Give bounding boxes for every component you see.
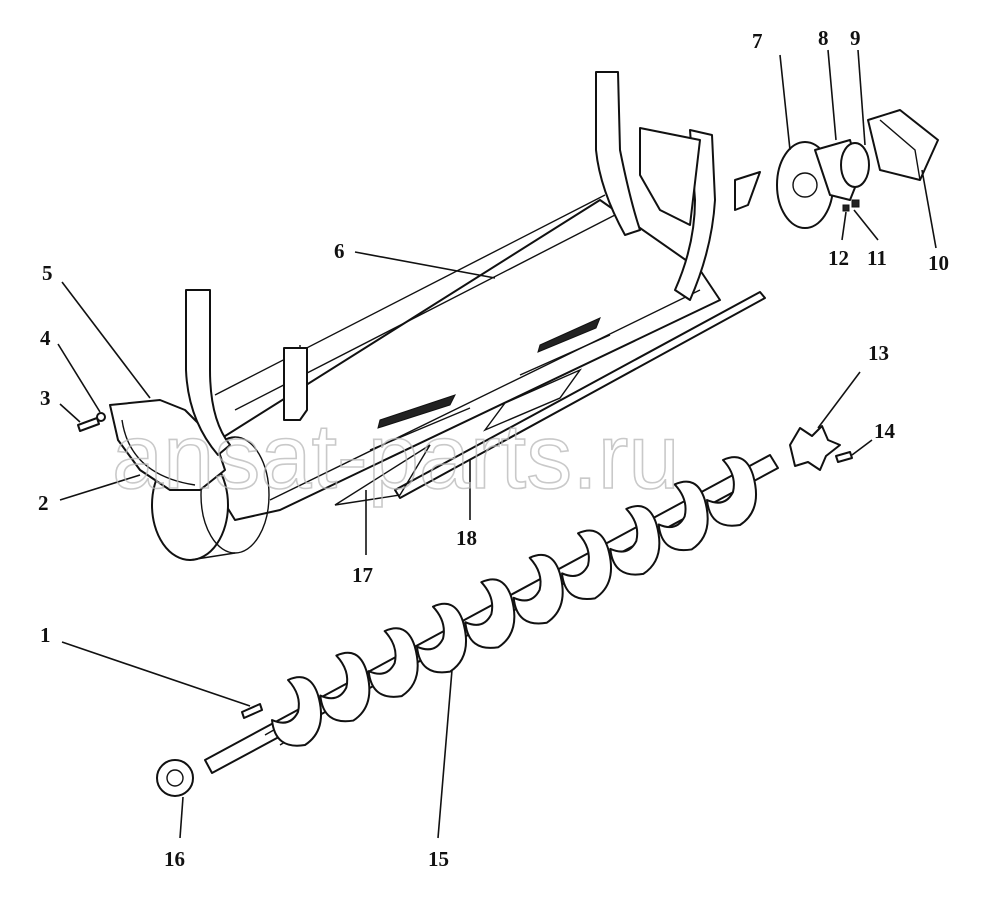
- auger-flight: [561, 529, 612, 601]
- callout-8: 8: [818, 26, 829, 50]
- callout-11: 11: [867, 246, 887, 270]
- auger-flight: [657, 480, 709, 552]
- callout-7: 7: [752, 29, 763, 53]
- side-strip-part-18: [334, 291, 766, 506]
- auger-flight: [512, 553, 564, 625]
- auger-flight: [464, 578, 516, 649]
- auger-flight: [416, 602, 467, 674]
- auger-flight: [319, 651, 371, 723]
- watermark-text: ansat-parts.ru: [112, 406, 680, 508]
- auger-trough-housing: [109, 71, 761, 561]
- callout-5: 5: [42, 261, 53, 285]
- auger-flight: [367, 627, 419, 698]
- callout-17: 17: [352, 563, 373, 587]
- auger-screw-part-15: [204, 454, 779, 774]
- callout-14: 14: [874, 419, 896, 443]
- callout-1: 1: [40, 623, 51, 647]
- callout-18: 18: [456, 526, 477, 550]
- auger-flight: [609, 505, 661, 576]
- auger-flight: [271, 676, 322, 747]
- leader-lines: [57, 49, 937, 839]
- auger-flight: [706, 456, 757, 527]
- callout-labels: 1 2 3 4 5 6 7 8 9 10 11 12 13 14 15 16 1…: [38, 26, 949, 871]
- callout-16: 16: [164, 847, 185, 871]
- callout-12: 12: [828, 246, 849, 270]
- callout-2: 2: [38, 491, 49, 515]
- callout-10: 10: [928, 251, 949, 275]
- callout-15: 15: [428, 847, 449, 871]
- callout-3: 3: [40, 386, 51, 410]
- bearing-assembly: [776, 109, 939, 229]
- callout-4: 4: [40, 326, 51, 350]
- callout-6: 6: [334, 239, 345, 263]
- callout-9: 9: [850, 26, 861, 50]
- callout-13: 13: [868, 341, 889, 365]
- small-parts: [77, 412, 853, 797]
